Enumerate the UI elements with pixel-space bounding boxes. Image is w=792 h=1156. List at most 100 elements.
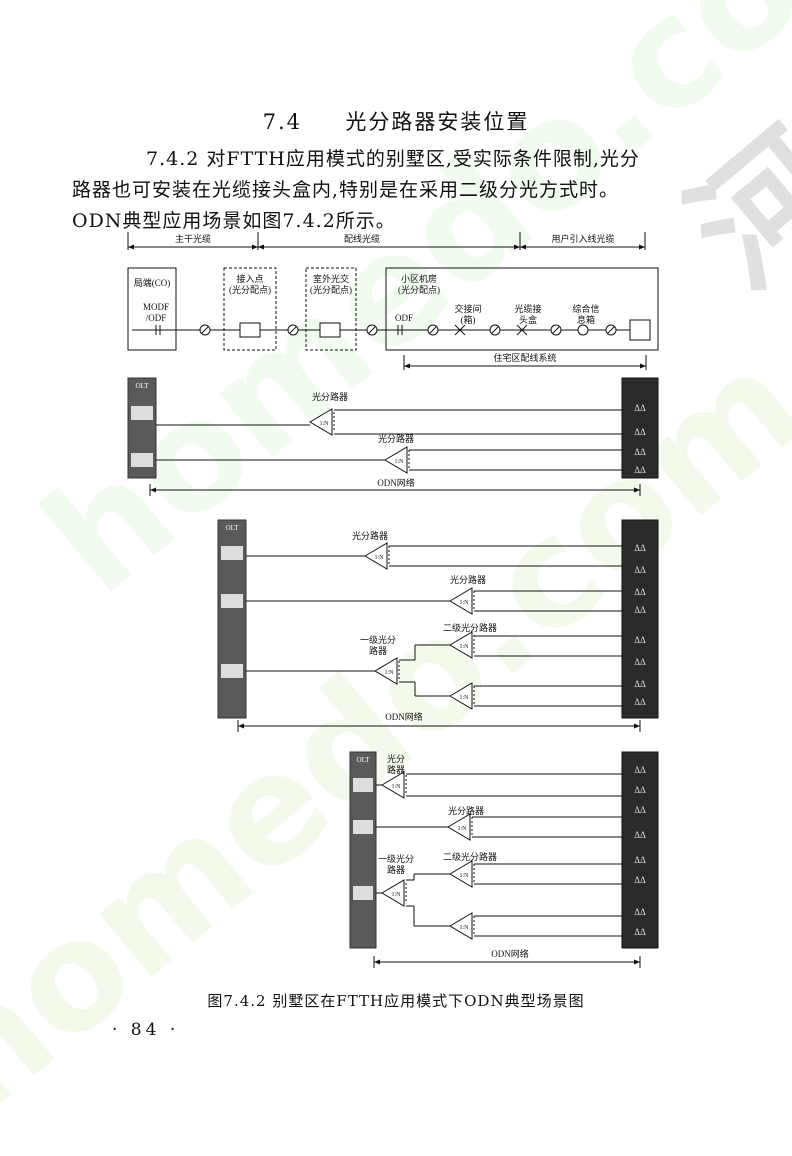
modf-label: MODF	[143, 302, 169, 312]
splitter-label: 光分路器	[378, 433, 414, 444]
splitter-icon	[364, 542, 388, 570]
dim-odn-3-arrow-right	[634, 959, 640, 965]
olt-port-icon	[353, 778, 373, 792]
onu-icon: ΔΔ	[634, 543, 646, 553]
splitter-icon	[449, 912, 473, 940]
dim-odn-1-arrow-left	[150, 487, 156, 493]
onu-icon: ΔΔ	[634, 587, 646, 597]
splitter-icon	[449, 682, 473, 710]
info-box-label: 息箱	[577, 314, 595, 325]
odn-label-1: ODN网络	[377, 477, 415, 488]
segment-drop-label: 用户引入线光缆	[551, 233, 614, 244]
residential-label: 住宅区配线系统	[493, 352, 556, 363]
splitter-icon	[309, 408, 333, 436]
olt-port-icon	[221, 594, 243, 608]
splitter-ratio: 1:N	[395, 459, 405, 465]
cross-icon	[454, 324, 466, 336]
splitter-ratio: 1:N	[460, 873, 470, 879]
splitter-label: 光分路器	[352, 530, 388, 541]
onu-icon: ΔΔ	[634, 403, 646, 413]
paragraph-line-2: 路器也可安装在光缆接头盒内,特别是在采用二级分光方式时。	[72, 179, 620, 201]
access-point-label: (光分配点)	[229, 284, 271, 295]
splitter-label: 光分路器	[450, 574, 486, 585]
dim-trunk-arrow-right	[252, 244, 258, 250]
splitter-icon	[449, 860, 473, 888]
info-box-label: 综合信	[572, 303, 599, 314]
info-box-icon	[577, 324, 589, 336]
olt-port-icon	[353, 886, 373, 900]
figure-caption: 图7.4.2 别墅区在FTTH应用模式下ODN典型场景图	[207, 992, 585, 1010]
olt-port-icon	[131, 453, 153, 467]
terminal-box-icon	[629, 319, 651, 341]
onu-icon: ΔΔ	[634, 765, 646, 775]
connector-slash	[491, 326, 499, 334]
splitter-icon	[447, 813, 471, 841]
splitter-ratio: 1:N	[460, 695, 470, 701]
room-box	[385, 267, 659, 351]
cabinet-box-icon	[319, 322, 341, 338]
onu-rack	[621, 519, 659, 719]
splitter-ratio: 1:N	[458, 826, 468, 832]
outdoor-cabinet-label: 室外光交	[313, 273, 349, 284]
onu-icon: ΔΔ	[634, 927, 646, 937]
splitter-ratio: 1:N	[392, 892, 402, 898]
cross-box-label: 交接间	[454, 303, 481, 314]
dim-odn-3-arrow-left	[374, 959, 380, 965]
dim-distribution-arrow-right	[514, 244, 520, 250]
section-title: 光分路器安装位置	[345, 110, 530, 134]
onu-icon: ΔΔ	[634, 657, 646, 667]
olt-port-icon	[221, 546, 243, 560]
splitter-ratio: 1:N	[375, 555, 385, 561]
access-point-label: 接入点	[236, 273, 263, 284]
first-level-label: 路器	[387, 864, 405, 875]
dim-trunk-arrow-left	[128, 244, 134, 250]
onu-rack	[621, 377, 659, 479]
onu-icon: ΔΔ	[634, 635, 646, 645]
section-heading: 7.4 光分路器安装位置	[0, 106, 792, 136]
olt-port-icon	[131, 406, 153, 420]
olt-port-icon	[221, 664, 243, 678]
connector-slash	[289, 326, 297, 334]
odn-label-3: ODN网络	[491, 948, 529, 959]
splitter-label: 光分路器	[448, 805, 484, 816]
dim-odn-2-arrow-right	[634, 723, 640, 729]
dim-residential-arrow-right	[640, 363, 646, 369]
odn-label-2: ODN网络	[385, 711, 423, 722]
paragraph-line-3: ODN典型应用场景如图7.4.2所示。	[72, 210, 396, 232]
olt-port-icon	[353, 820, 373, 834]
cross-box-label: (箱)	[461, 314, 476, 325]
onu-icon: ΔΔ	[634, 875, 646, 885]
splice-icon	[516, 324, 528, 336]
dim-drop-arrow-left	[520, 244, 526, 250]
outdoor-cabinet-label: (光分配点)	[310, 284, 352, 295]
onu-icon: ΔΔ	[634, 697, 646, 707]
access-box-icon	[239, 322, 261, 338]
connector-slash	[368, 326, 376, 334]
splitter-label: 光分路器	[312, 391, 348, 402]
segment-trunk-label: 主干光缆	[175, 233, 211, 244]
co-box	[127, 267, 177, 351]
dim-residential-arrow-left	[404, 363, 410, 369]
onu-icon: ΔΔ	[634, 679, 646, 689]
splitter-short-label: 路器	[387, 764, 405, 775]
dim-distribution-arrow-left	[258, 244, 264, 250]
splitter-icon	[449, 631, 473, 659]
onu-icon: ΔΔ	[634, 447, 646, 457]
segment-distribution-label: 配线光缆	[344, 233, 380, 244]
splitter-ratio: 1:N	[320, 421, 330, 427]
second-level-label: 二级光分路器	[443, 622, 497, 633]
onu-icon: ΔΔ	[634, 427, 646, 437]
onu-icon: ΔΔ	[634, 565, 646, 575]
access-point-box	[223, 267, 277, 351]
onu-icon: ΔΔ	[634, 785, 646, 795]
olt-label: OLT	[226, 524, 240, 532]
modf-label: /ODF	[146, 313, 167, 323]
olt-label: OLT	[357, 756, 371, 764]
room-label: 小区机房	[401, 273, 437, 284]
section-number: 7.4	[262, 110, 303, 134]
paragraph-line-1: 7.4.2 对FTTH应用模式的别墅区,受实际条件限制,光分	[146, 148, 640, 170]
splice-box-label: 头盒	[519, 314, 537, 325]
splitter-icon	[374, 657, 398, 685]
dim-drop-arrow-right	[639, 244, 645, 250]
